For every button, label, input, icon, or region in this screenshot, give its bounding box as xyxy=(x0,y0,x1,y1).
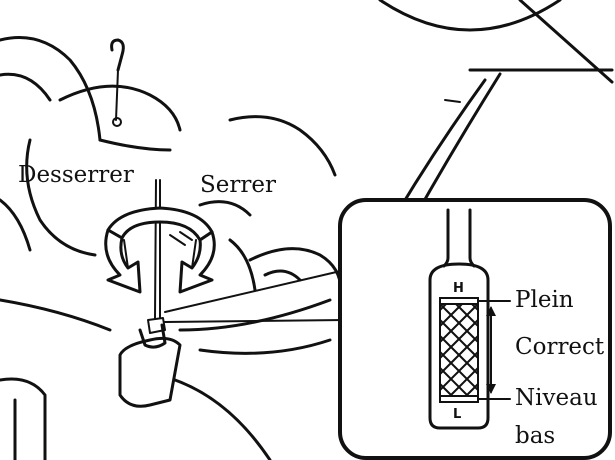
rotation-arrow-icon xyxy=(104,206,216,294)
tighten-label: Serrer xyxy=(200,172,276,198)
low-level-label-line2: bas xyxy=(515,423,555,449)
dipstick-high-mark: H xyxy=(453,281,464,296)
loosen-label: Desserrer xyxy=(18,162,134,188)
dipstick-low-mark: L xyxy=(453,407,461,422)
callout-pointer xyxy=(164,269,346,323)
correct-level-label: Correct xyxy=(515,334,605,360)
fluid-reservoir xyxy=(118,179,182,408)
full-level-label: Plein xyxy=(515,287,574,313)
dipstick-inset: H L xyxy=(338,198,612,460)
low-level-label-line1: Niveau xyxy=(515,385,598,411)
